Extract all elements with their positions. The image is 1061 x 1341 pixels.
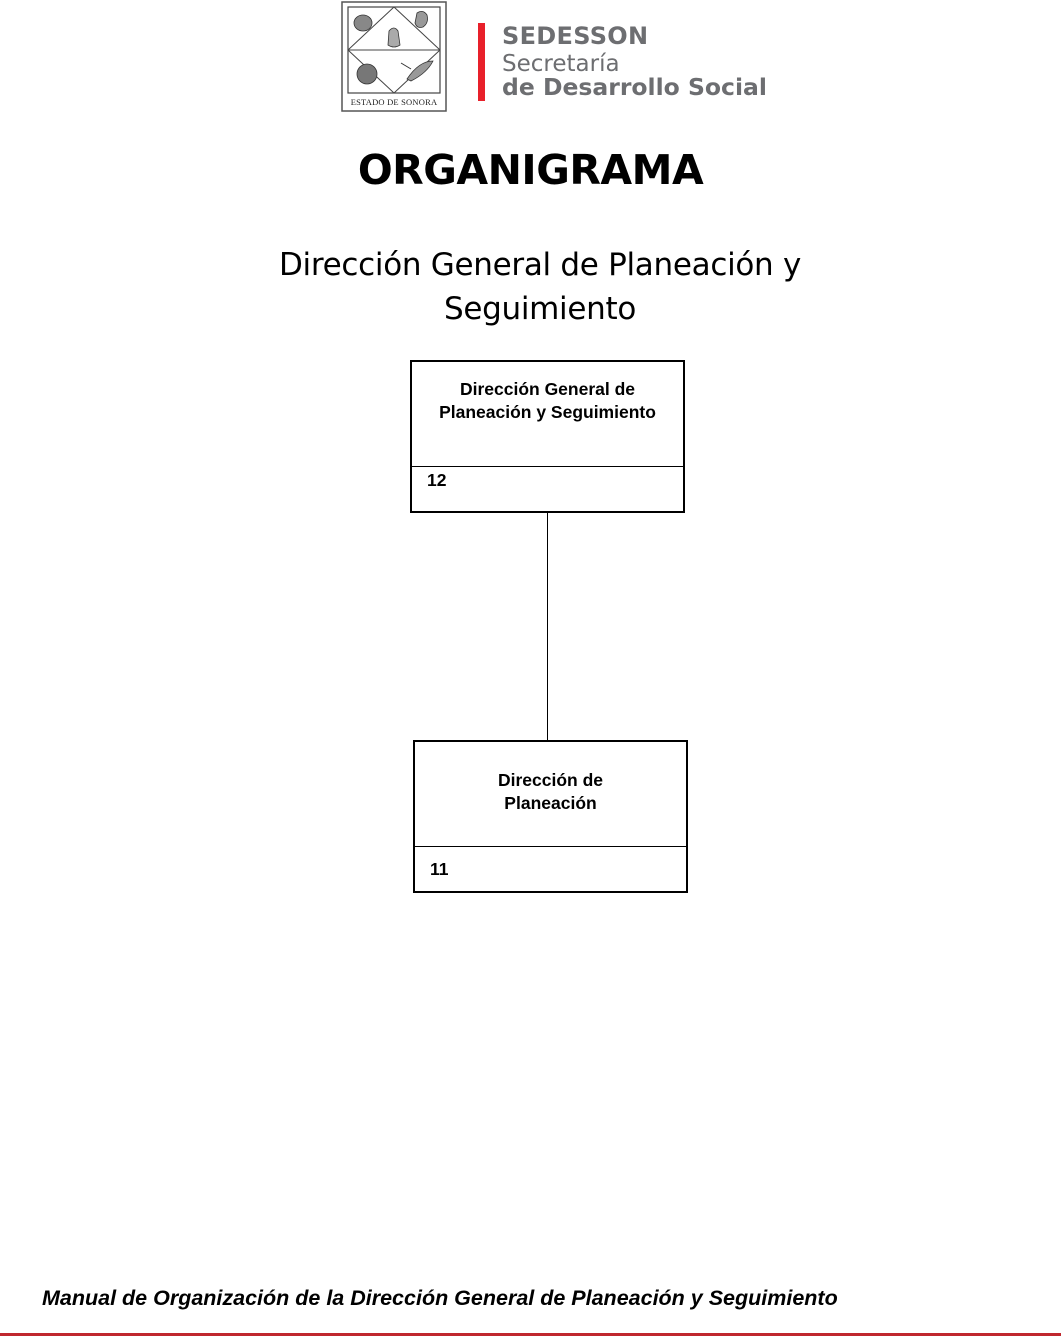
brand-accent-bar: [478, 23, 485, 101]
page-title: ORGANIGRAMA: [357, 146, 704, 194]
state-seal-logo: ESTADO DE SONORA: [341, 1, 447, 113]
shield-icon: [341, 1, 447, 112]
org-node-count: 11: [430, 859, 449, 879]
brand-logo: SEDESSON Secretaría de Desarrollo Social: [502, 24, 767, 100]
org-node-direccion-planeacion: Dirección de Planeación 11: [413, 740, 688, 893]
brand-line-2: de Desarrollo Social: [502, 73, 767, 101]
org-connector-line: [547, 513, 548, 740]
brand-acronym: SEDESSON: [502, 22, 649, 50]
seal-caption: ESTADO DE SONORA: [350, 97, 438, 107]
org-node-name: Dirección de Planeación: [497, 770, 604, 813]
org-node-name: Dirección General de Planeación y Seguim…: [439, 379, 656, 422]
org-node-divider: [415, 846, 686, 847]
footer-rule: [0, 1333, 1061, 1336]
org-node-divider: [412, 466, 683, 467]
footer-manual-title: Manual de Organización de la Dirección G…: [42, 1286, 838, 1310]
org-node-count: 12: [427, 470, 447, 490]
brand-line-1: Secretaría: [502, 51, 620, 77]
page-subtitle: Dirección General de Planeación y Seguim…: [278, 247, 801, 327]
org-node-direccion-general: Dirección General de Planeación y Seguim…: [410, 360, 685, 513]
